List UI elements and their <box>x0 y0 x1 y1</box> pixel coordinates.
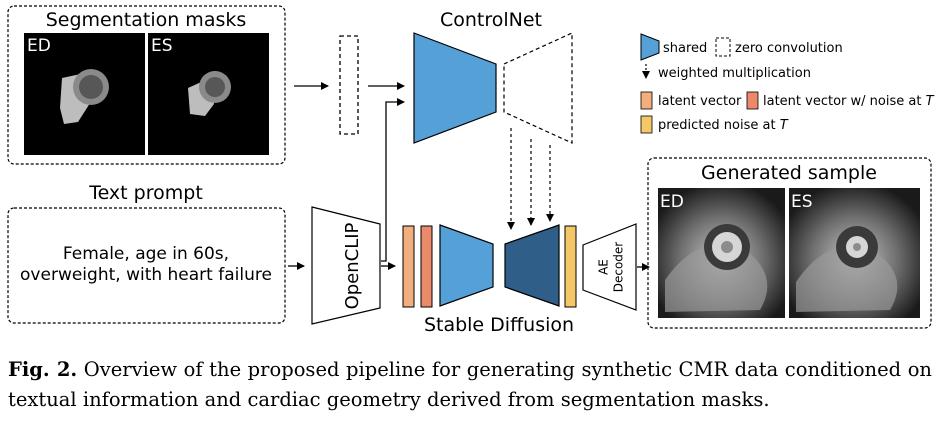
gen-label-es: ES <box>791 192 813 212</box>
prompt-line-1: Female, age in 60s, <box>63 244 229 264</box>
controlnet-label: ControlNet <box>440 9 542 31</box>
legend-predicted: predicted noise at T <box>658 118 789 133</box>
seg-mask-es: ES <box>148 33 269 155</box>
controlnet-zero-decoder <box>503 32 573 144</box>
seg-mask-ed: ED <box>24 33 145 155</box>
zero-convolution <box>339 35 359 135</box>
openclip-label: OpenCLIP <box>342 222 363 309</box>
decoder-label: Decoder <box>612 242 626 293</box>
generated-ed-image: ED <box>658 188 785 318</box>
stable-diffusion-label: Stable Diffusion <box>424 314 574 336</box>
sd-encoder <box>439 224 494 307</box>
predicted-noise <box>564 225 577 308</box>
seg-label-ed: ED <box>27 36 51 56</box>
legend-shared: shared <box>663 41 707 56</box>
legend-latent-noise-swatch <box>746 91 759 110</box>
seg-label-es: ES <box>151 36 173 56</box>
generated-title: Generated sample <box>701 162 877 184</box>
legend-weighted: weighted multiplication <box>658 66 811 81</box>
legend-shared-swatch <box>640 33 660 61</box>
legend-zero-conv: zero convolution <box>735 41 843 56</box>
text-prompt-box: Female, age in 60s, overweight, with hea… <box>7 207 286 324</box>
openclip-encoder: OpenCLIP <box>311 206 381 325</box>
legend-latent-noise: latent vector w/ noise at T <box>763 94 935 109</box>
caption-text: Overview of the proposed pipeline for ge… <box>8 358 932 411</box>
latent-vector-noise <box>420 225 433 308</box>
arrow-openclip-to-controlnet <box>381 98 405 262</box>
text-prompt-title: Text prompt <box>88 182 203 204</box>
ae-label: AE <box>597 259 611 275</box>
legend-zero-swatch <box>715 37 731 57</box>
segmentation-title: Segmentation masks <box>46 9 247 31</box>
legend: shared zero convolution weighted multipl… <box>640 33 935 134</box>
prompt-line-2: overweight, with heart failure <box>20 265 272 285</box>
generated-es-image: ES <box>789 188 920 318</box>
ae-decoder: AE Decoder <box>582 223 637 311</box>
sd-decoder <box>504 224 560 307</box>
latent-vector <box>402 225 415 308</box>
controlnet-encoder <box>413 32 497 144</box>
caption-label: Fig. 2. <box>8 358 78 381</box>
legend-predicted-swatch <box>640 115 653 134</box>
generated-sample-panel: Generated sample ED ES <box>647 157 932 329</box>
legend-latent: latent vector <box>658 94 742 109</box>
gen-label-ed: ED <box>660 192 684 212</box>
figure-caption: Fig. 2. Overview of the proposed pipelin… <box>8 355 932 415</box>
legend-latent-swatch <box>640 91 653 110</box>
segmentation-masks-panel: Segmentation masks ED ES <box>7 5 286 165</box>
